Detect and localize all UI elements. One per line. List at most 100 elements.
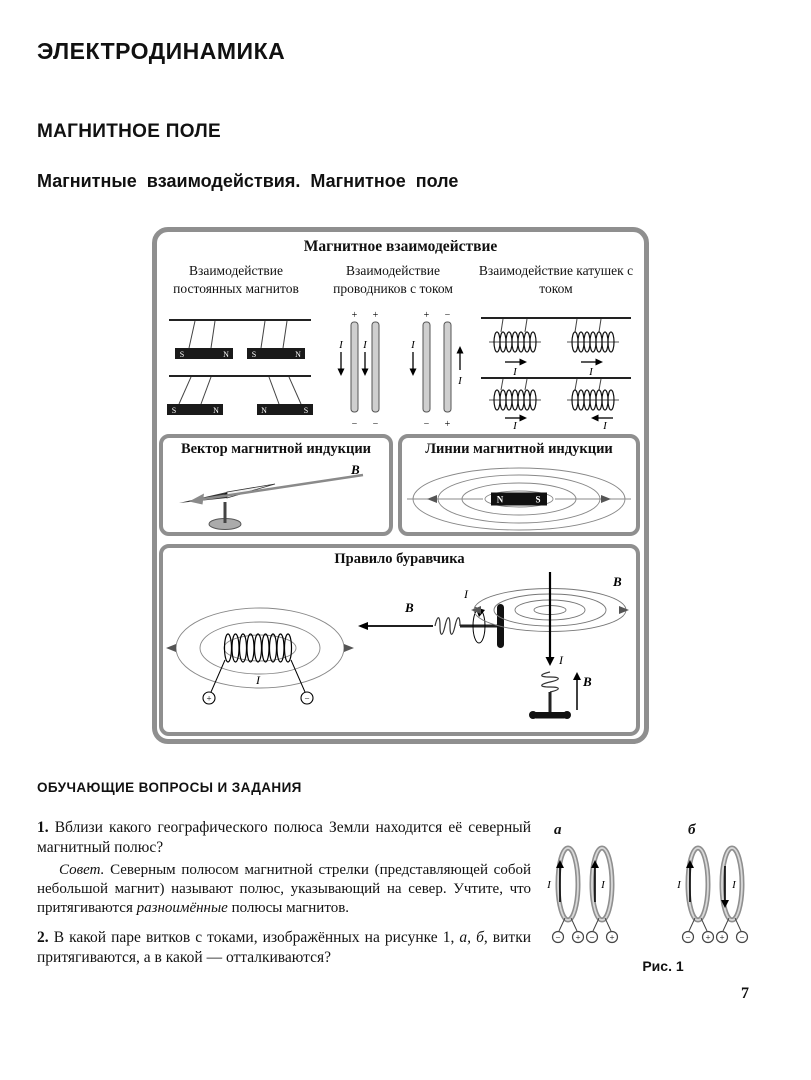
magnetic-interaction-panel: Магнитное взаимодействие Взаимодействие …: [152, 227, 649, 744]
current-label: I: [255, 673, 261, 687]
current-arrow: [545, 657, 555, 666]
current-label: I: [512, 420, 518, 430]
chapter-title: ЭЛЕКТРОДИНАМИКА: [37, 38, 286, 64]
polarity-label: +: [206, 694, 211, 704]
b-vector-arrowhead: [358, 622, 368, 630]
current-arrow: [519, 414, 527, 422]
advice-emphasis: разноимённые: [136, 900, 228, 916]
advice-text-end: полюсы магнитов.: [227, 900, 350, 916]
terminal: [735, 930, 749, 944]
bar-magnet: [247, 348, 305, 359]
question-1: 1. Вблизи какого географического полюса …: [37, 818, 531, 858]
field-arrowhead: [601, 495, 611, 503]
polarity-label: −: [739, 933, 744, 943]
magnets-attraction-row: S N S N: [169, 319, 311, 359]
question-1-number: 1.: [37, 819, 49, 836]
pole-label: N: [295, 350, 301, 359]
current-arrow: [519, 358, 527, 366]
conductor: [443, 321, 452, 413]
bar-magnet: [491, 492, 547, 506]
current-label: I: [512, 366, 518, 378]
polarity-label: −: [352, 419, 358, 430]
field-arrowhead: [619, 606, 629, 614]
bar-magnet: [175, 348, 233, 359]
conductor-pair-repulsion: + − − + I I: [409, 310, 464, 430]
b-vector-label: B⃗: [404, 600, 424, 615]
figure-1-label-a: а: [554, 822, 562, 838]
current-label: I: [588, 366, 594, 378]
bar-magnet: [257, 404, 313, 415]
terminal: [202, 691, 216, 705]
question-2-number: 2.: [37, 929, 49, 946]
pole-label: N: [213, 406, 219, 415]
conductor: [350, 321, 359, 413]
figure-1-caption: Рис. 1: [642, 958, 684, 974]
polarity-label: +: [445, 419, 451, 430]
b-vector-label: B⃗: [612, 574, 632, 589]
induction-vector-title: Вектор магнитной индукции: [180, 441, 372, 457]
pole-label: S: [535, 495, 540, 505]
current-label: I: [457, 375, 463, 387]
current-arrow: [591, 860, 599, 868]
terminal: [701, 930, 715, 944]
gimlet-rule-title: Правило буравчика: [334, 551, 465, 567]
conductor: [422, 321, 431, 413]
coil-pair-row1: I I: [481, 317, 631, 378]
current-loops-diagram: I I − + − + I I: [546, 845, 749, 944]
terminal: [715, 930, 729, 944]
advice-text: Северным полюсом магнитной стрелки (пред…: [37, 862, 532, 916]
b-vector-label: B⃗: [350, 462, 370, 477]
terminal: [605, 930, 619, 944]
solenoid-figure: + − I: [166, 607, 354, 705]
stand-stem: [223, 502, 227, 523]
conductor-pair-attraction: + + − − I I: [337, 310, 380, 430]
current-label: I: [731, 879, 737, 891]
current-label: I: [338, 339, 344, 351]
induction-lines-title: Линии магнитной индукции: [425, 441, 613, 457]
field-arrowhead: [166, 644, 176, 652]
coil-pair-row2: I I: [481, 377, 631, 430]
panel-title: Магнитное взаимодействие: [303, 238, 498, 255]
polarity-label: +: [373, 310, 379, 321]
field-arrowhead: [471, 606, 481, 614]
conductor: [371, 321, 380, 413]
section-title: МАГНИТНОЕ ПОЛЕ: [37, 121, 221, 142]
pole-label: S: [252, 350, 256, 359]
subsection-title: Магнитные взаимодействия. Магнитное поле: [37, 171, 459, 191]
conductors-diagram: + + − − I I + − − + I I: [337, 310, 464, 430]
terminal: [571, 930, 585, 944]
induction-vector-box: Вектор магнитной индукции B⃗: [159, 434, 393, 536]
current-label: I: [600, 879, 606, 891]
pole-label: N: [261, 406, 267, 415]
current-label: I: [602, 420, 608, 430]
figure-1: а б I I − + − +: [538, 820, 786, 974]
question-2-emphasis: а, б: [459, 929, 484, 946]
polarity-label: −: [373, 419, 379, 430]
polarity-label: +: [609, 933, 614, 943]
polarity-label: −: [589, 933, 594, 943]
figure-1-label-b: б: [688, 822, 696, 838]
straight-wire-figure: I B⃗: [471, 572, 632, 667]
pole-label: S: [304, 406, 308, 415]
loop-pair-b: I I − + + −: [676, 845, 749, 944]
current-label: I: [676, 879, 682, 891]
current-label: I: [410, 339, 416, 351]
terminal: [585, 930, 599, 944]
polarity-label: −: [555, 933, 560, 943]
gimlet-rule-box: Правило буравчика +: [159, 544, 640, 736]
magnets-repulsion-row: S N N S: [167, 375, 313, 415]
polarity-label: −: [445, 310, 451, 321]
current-arrow: [721, 900, 729, 908]
question-1-text: Вблизи какого географического полюса Зем…: [37, 819, 531, 856]
coils-diagram: I I: [481, 317, 631, 430]
terminal: [551, 930, 565, 944]
page-number: 7: [741, 985, 749, 1002]
column-title-coils: Взаимодействие катушек с током: [478, 263, 634, 296]
b-vector-arrowhead: [189, 493, 204, 505]
pole-label: S: [180, 350, 184, 359]
column-title-magnets: Взаимодействие постоянных магнитов: [173, 263, 299, 296]
field-arrowhead: [427, 495, 437, 503]
polarity-label: +: [424, 310, 430, 321]
advice-label: Совет.: [59, 862, 105, 878]
current-label: I: [546, 879, 552, 891]
